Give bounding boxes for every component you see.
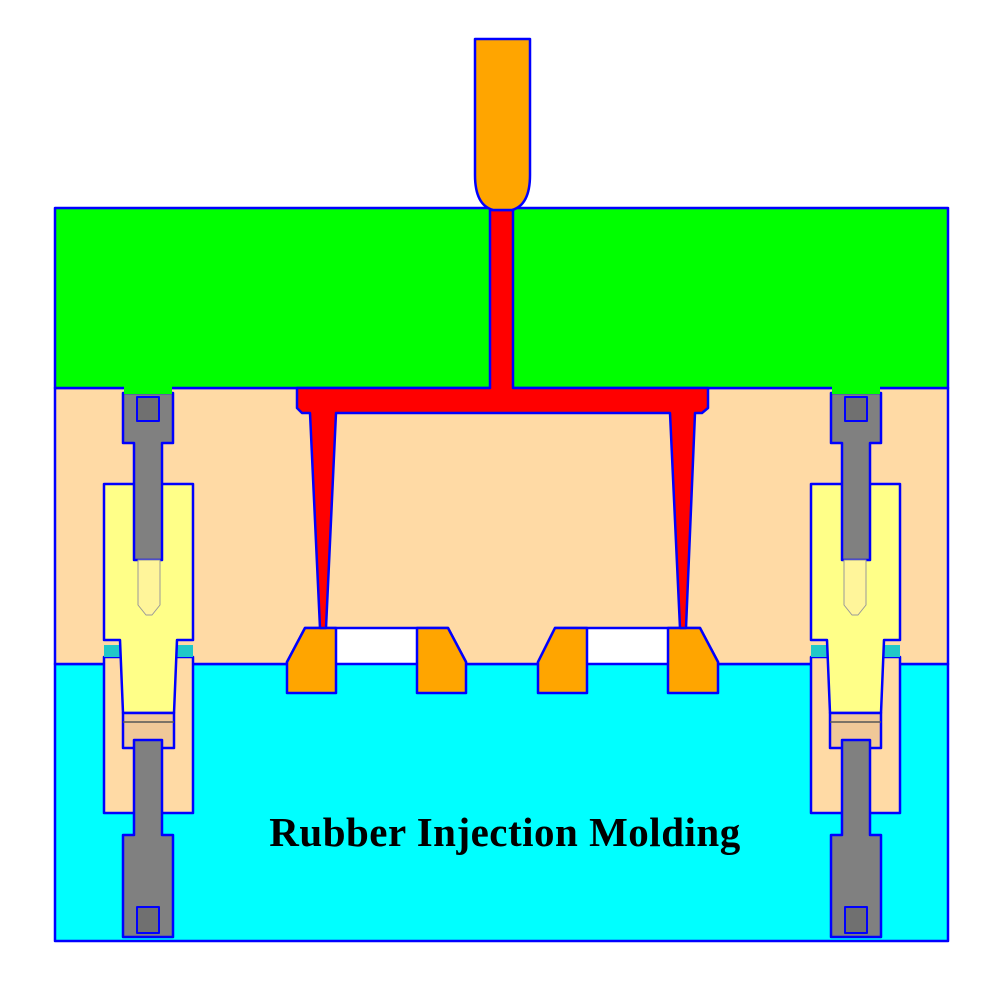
lower-bolt-socket	[136, 906, 160, 934]
lower-bolt	[121, 738, 175, 939]
upper-bolt-socket	[136, 396, 160, 422]
molded-part-4	[666, 626, 720, 695]
pocket-gap-left	[104, 645, 120, 657]
molded-part-3	[536, 626, 589, 695]
clamp-assembly-left	[102, 391, 195, 939]
upper-bolt-tip	[137, 559, 161, 616]
pocket-gap-right	[177, 645, 193, 657]
rubber-runner-system	[295, 208, 710, 630]
diagram-caption: Rubber Injection Molding	[269, 809, 741, 855]
molded-part-1	[285, 626, 338, 695]
injection-nozzle	[473, 37, 532, 212]
bottom-plate	[53, 662, 950, 943]
molded-part-2	[415, 626, 468, 695]
upper-bolt	[121, 391, 175, 562]
top-plate-recess-right	[832, 386, 880, 394]
top-plate-recess-left	[124, 386, 172, 394]
